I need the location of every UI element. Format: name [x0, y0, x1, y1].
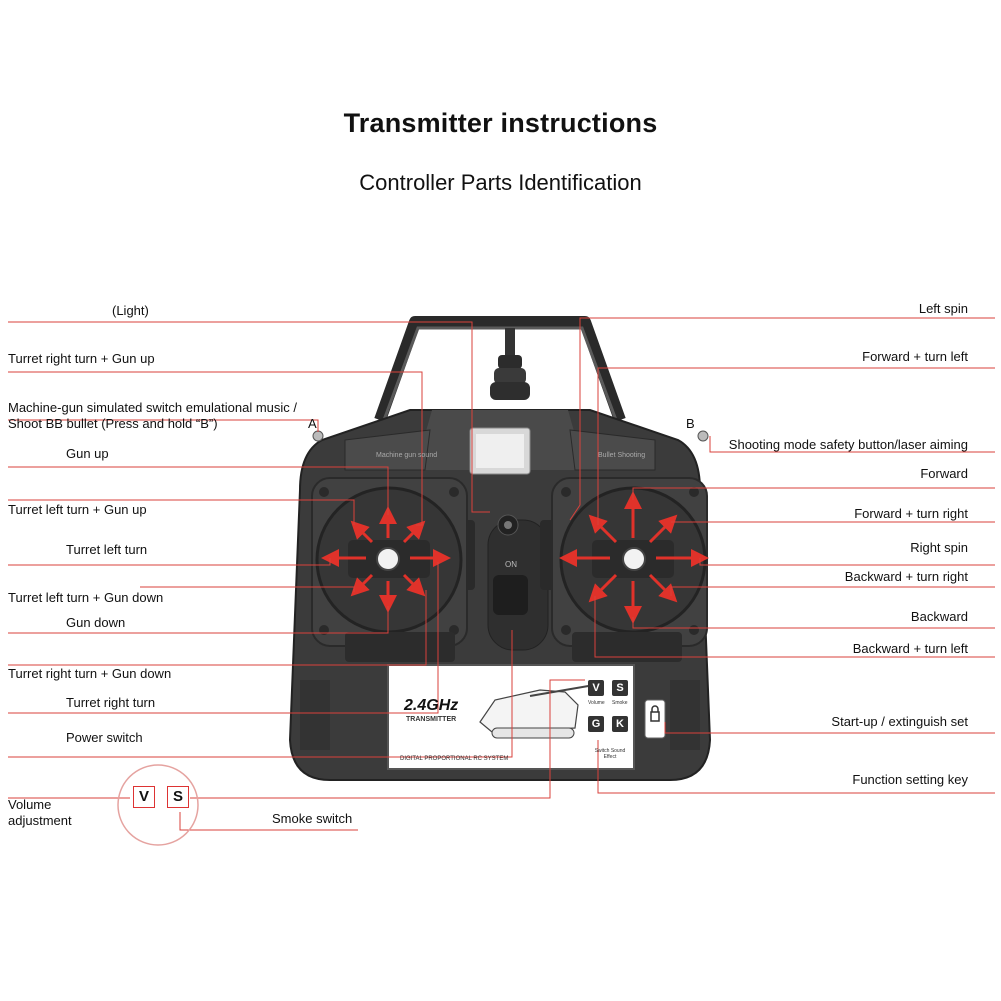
key-g[interactable]: G — [588, 716, 604, 732]
label-turret-left: Turret left turn — [66, 542, 148, 557]
carry-handle — [374, 316, 626, 423]
key-volume[interactable]: V — [588, 680, 604, 696]
brand-transmitter: TRANSMITTER — [406, 716, 457, 723]
label-turret-right: Turret right turn — [66, 695, 156, 710]
label-turret-right-gun-down: Turret right turn + Gun down — [8, 666, 172, 681]
diagram-subtitle: Controller Parts Identification — [359, 170, 642, 195]
label-left-spin: Left spin — [918, 301, 968, 316]
left-gimbal — [311, 477, 468, 647]
switch-a-knob — [312, 430, 324, 442]
label-gun-down: Gun down — [66, 615, 126, 630]
label-backward-turn-right: Backward + turn right — [844, 569, 968, 584]
label-power-switch: Power switch — [66, 730, 143, 745]
label-shooting-mode-safety: Shooting mode safety button/laser aiming — [728, 437, 968, 452]
label-forward: Forward — [920, 466, 968, 481]
badge-v: V — [133, 786, 155, 808]
antenna — [490, 328, 530, 400]
label-machine-gun-switch: Machine-gun simulated switch emulational… — [8, 400, 298, 431]
diagram-title: Transmitter instructions — [343, 108, 658, 138]
label-gun-up: Gun up — [66, 446, 109, 461]
right-gimbal — [551, 477, 708, 647]
brand-frequency: 2.4GHz — [404, 697, 459, 714]
label-right-spin: Right spin — [910, 540, 968, 555]
label-turret-left-gun-up: Turret left turn + Gun up — [8, 502, 147, 517]
left-stick-arrows — [321, 506, 451, 613]
key-caption-smoke: Smoke — [612, 700, 628, 706]
key-caption-volume: Volume — [588, 700, 605, 706]
label-function-setting-key: Function setting key — [852, 772, 968, 787]
power-on-label: ON — [505, 560, 517, 569]
leader-lines — [8, 317, 995, 831]
label-smoke-switch: Smoke switch — [272, 811, 353, 826]
label-startup-extinguish: Start-up / extinguish set — [831, 714, 968, 729]
switch-a-label: A — [308, 416, 317, 431]
label-turret-left-gun-down: Turret left turn + Gun down — [8, 590, 164, 605]
label-backward: Backward — [910, 609, 968, 624]
label-forward-turn-right: Forward + turn right — [854, 506, 968, 521]
label-backward-turn-left: Backward + turn left — [852, 641, 968, 656]
system-text: DIGITAL PROPORTIONAL RC SYSTEM — [400, 756, 509, 762]
label-volume-adjustment: Volume adjustment — [8, 797, 72, 828]
key-k[interactable]: K — [612, 716, 628, 732]
label-forward-turn-left: Forward + turn left — [862, 349, 968, 364]
switch-sound-caption: Switch Sound Effect — [594, 748, 626, 760]
label-turret-right-gun-up: Turret right turn + Gun up — [8, 351, 155, 366]
right-panel-label: Bullet Shooting — [598, 452, 646, 459]
badge-s: S — [167, 786, 189, 808]
switch-b-label: B — [686, 416, 695, 431]
switch-b-knob — [697, 430, 709, 442]
vs-magnifier-ring — [117, 764, 199, 846]
key-smoke[interactable]: S — [612, 680, 628, 696]
label-light: (Light) — [112, 303, 149, 318]
left-panel-label: Machine gun sound — [376, 452, 438, 459]
